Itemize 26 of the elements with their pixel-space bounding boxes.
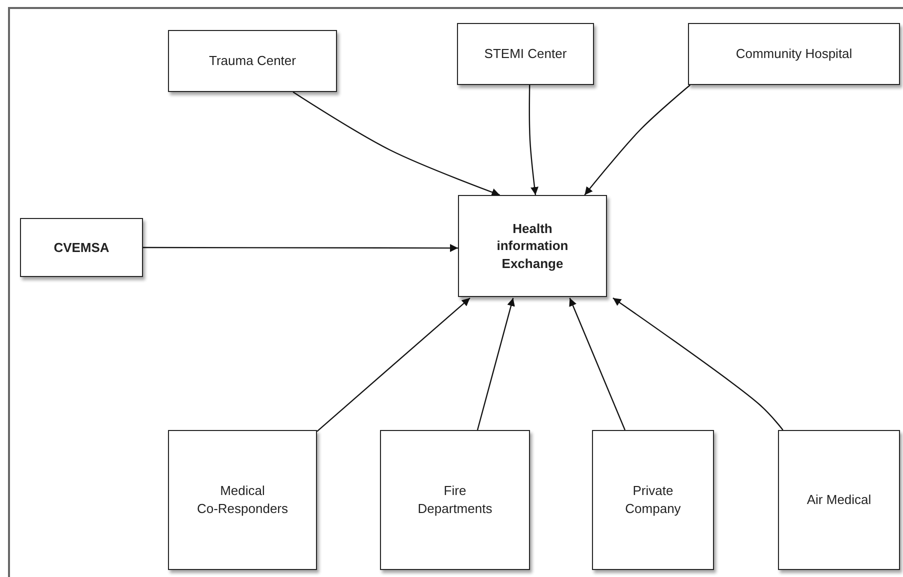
arrow [569,298,626,430]
node-label: STEMI Center [483,45,568,63]
process-box [778,430,900,570]
arrow [612,298,784,430]
node-label: Air Medical [806,491,872,509]
node-label: Private Company [624,482,682,518]
arrow [528,85,538,196]
node-label: Health information Exchange [496,220,570,272]
process-box [20,218,143,277]
arrow [143,244,458,252]
process-box [168,430,317,570]
process-box [457,23,594,85]
node-label: CVEMSA [52,238,110,256]
arrow [292,92,500,196]
process-box [458,195,607,297]
process-box [168,30,337,92]
arrow [584,84,690,196]
node-label: Medical Co-Responders [196,482,290,518]
arrow [476,298,515,430]
process-box [688,23,900,85]
node-label: Fire Departments [416,482,494,518]
arrow [316,298,470,432]
node-label: Trauma Center [208,52,297,70]
process-box [592,430,714,570]
process-box [380,430,530,570]
node-label: Community Hospital [734,45,854,63]
